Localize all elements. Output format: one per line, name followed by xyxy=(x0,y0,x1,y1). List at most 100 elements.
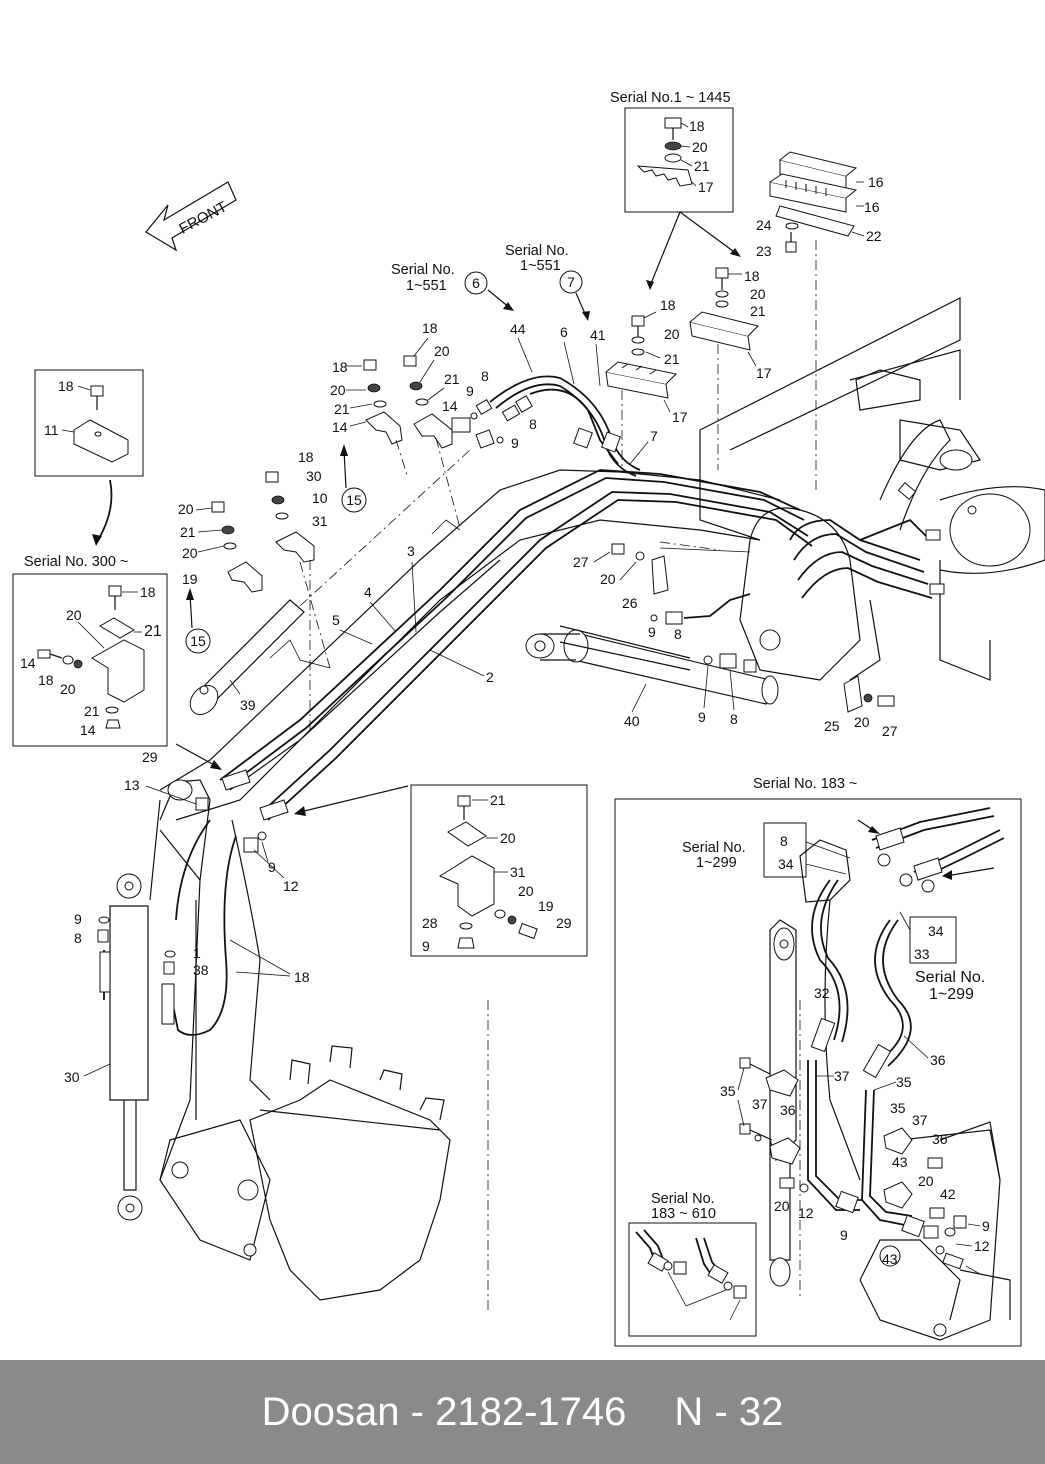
callout-8: 8 xyxy=(74,930,82,946)
callout-35: 36 xyxy=(780,1102,796,1118)
arm-and-bucket: 30 9 8 1 38 29 13 9 12 18 xyxy=(64,743,489,1310)
serial-label-1-551: Serial No. xyxy=(505,243,569,259)
serial-label-1-299: 1~299 xyxy=(929,986,974,1003)
callout-18: 18 xyxy=(298,449,314,465)
callout-9: 34 xyxy=(928,923,944,939)
callout-23: 23 xyxy=(756,243,772,259)
callout-33: 37 xyxy=(834,1068,850,1084)
callout-20: 20 xyxy=(854,714,870,730)
bracket-14-upper-right: 18 20 21 14 xyxy=(403,320,495,529)
callout-21: 20 xyxy=(518,883,534,899)
callout-20: 20 xyxy=(664,326,680,342)
bracket-14-middle: 18 30 10 31 15 xyxy=(265,444,367,669)
callout-29: 8 xyxy=(780,833,788,849)
serial-1-551-circle-6: Serial No. 1~551 6 xyxy=(391,262,514,311)
callout-21: 21 xyxy=(444,371,460,387)
callout-19: 9 xyxy=(422,938,430,954)
callout-16: 16 xyxy=(864,199,880,215)
serial-label-183-610: 183 ~ 610 xyxy=(651,1206,716,1222)
callout-18: 18 xyxy=(744,268,760,284)
callout-34: 32 xyxy=(814,985,830,1001)
callout-34: 36 xyxy=(930,1052,946,1068)
callout-20: 20 xyxy=(330,382,346,398)
serial-1-551-circle-7: Serial No. 1~551 7 xyxy=(505,243,590,321)
clamp-26: 27 20 26 9 8 xyxy=(573,543,751,642)
serial-label-1-299: Serial No. xyxy=(682,840,746,856)
callout-22: 22 xyxy=(866,228,882,244)
detail-clamp-11: 18 11 xyxy=(34,369,144,546)
callout-40: 40 xyxy=(624,713,640,729)
bracket-14-upper-left: 18 20 21 14 xyxy=(330,359,409,479)
front-arrow-label: FRONT xyxy=(176,198,230,237)
callout-17: 17 xyxy=(756,365,772,381)
callout-9: 9 xyxy=(466,383,474,399)
callout-30: 20 xyxy=(66,607,82,623)
callout-21: 20 xyxy=(60,681,76,697)
callout-38: 30 xyxy=(64,1069,80,1085)
swing-frame xyxy=(659,297,1045,681)
callout-8: 8 xyxy=(481,368,489,384)
callout-28: 34 xyxy=(778,856,794,872)
callout-43: 20 xyxy=(774,1198,790,1214)
callout-8: 38 xyxy=(193,962,209,978)
boom-assembly: 39 3 4 5 2 xyxy=(149,375,813,1181)
serial-label-183: Serial No. 183 ~ xyxy=(753,776,857,792)
callout-8: 8 xyxy=(674,626,682,642)
callout-8: 8 xyxy=(529,416,537,432)
callout-3: 3 xyxy=(407,543,415,559)
callout-9: 9 xyxy=(511,435,519,451)
callout-31: 29 xyxy=(556,915,572,931)
callout-18: 18 xyxy=(58,378,74,394)
callout-14: 31 xyxy=(312,513,328,529)
footer-brand-code: Doosan - 2182-1746 xyxy=(261,1389,627,1434)
callout-30: 31 xyxy=(510,864,526,880)
callout-13: 13 xyxy=(124,777,140,793)
callout-21: 21 xyxy=(664,351,680,367)
callout-20: 21 xyxy=(180,524,196,540)
callout-20: 28 xyxy=(422,915,438,931)
callout-5: 5 xyxy=(332,612,340,628)
callout-26: 26 xyxy=(622,595,638,611)
callout-20: 18 xyxy=(38,672,54,688)
callout-19: 14 xyxy=(80,722,96,738)
clamp-25: 25 20 27 xyxy=(824,675,898,739)
circled-15: 15 xyxy=(346,492,362,508)
callout-6: 6 xyxy=(560,324,568,340)
callout-27: 27 xyxy=(573,554,589,570)
circled-7: 7 xyxy=(567,274,575,290)
callout-35: 35 xyxy=(890,1100,906,1116)
callout-14: 14 xyxy=(332,419,348,435)
callout-20: 19 xyxy=(538,898,554,914)
callout-20: 20 xyxy=(600,571,616,587)
callout-20: 20 xyxy=(434,343,450,359)
detail-serial-1-1445: Serial No.1 ~ 1445 18 20 21 17 xyxy=(610,90,741,290)
clamp-group-17-right: 18 20 21 17 xyxy=(689,267,772,470)
callout-27: 27 xyxy=(882,723,898,739)
fittings-8-9-upper: 8 9 8 9 xyxy=(466,368,537,451)
callout-20: 30 xyxy=(306,468,322,484)
callout-24: 24 xyxy=(756,217,772,233)
callout-17: 17 xyxy=(672,409,688,425)
callout-36: 36 xyxy=(932,1131,948,1147)
callout-42: 9 xyxy=(840,1227,848,1243)
callout-7: 7 xyxy=(650,428,658,444)
arm-cylinder-40: 40 9 8 xyxy=(525,541,779,729)
callout-14: 19 xyxy=(182,571,198,587)
circled-6: 6 xyxy=(472,275,480,291)
serial-label-1-299: 1~299 xyxy=(696,855,737,871)
callout-9: 9 xyxy=(648,624,656,640)
clamp-group-17-left: 18 20 21 17 xyxy=(605,297,688,470)
callout-14: 14 xyxy=(442,398,458,414)
callout-21: 21 xyxy=(334,401,350,417)
detail-bracket-30: 21 20 31 20 19 29 28 9 xyxy=(410,784,588,957)
callout-10: 21 xyxy=(144,623,162,640)
callout-1: 18 xyxy=(294,969,310,985)
front-arrow: FRONT xyxy=(145,181,237,252)
hydraulic-parts-diagram: FRONT Serial No.1 ~ 1445 18 20 21 17 16 xyxy=(12,90,1045,1347)
callout-17: 17 xyxy=(698,179,714,195)
bracket-14-lower: 20 21 20 19 15 xyxy=(178,501,263,654)
callout-36: 42 xyxy=(940,1186,956,1202)
detail-serial-183: Serial No. 183 ~ Serial No. 1~299 8 34 3… xyxy=(614,776,1022,1347)
callout-20: 12 xyxy=(798,1205,814,1221)
callout-18: 18 xyxy=(332,359,348,375)
